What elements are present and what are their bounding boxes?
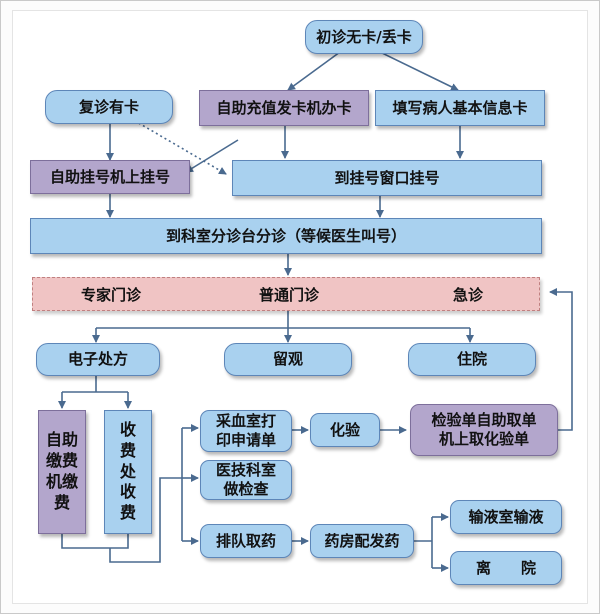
cashier-line-5: 费 — [119, 503, 136, 523]
node-self-register: 自助挂号机上挂号 — [30, 160, 190, 194]
edge-pharmacy-fanout — [414, 517, 433, 568]
node-return-visit: 复诊有卡 — [45, 90, 173, 124]
blood-lab-line-1: 采血室打 — [215, 412, 276, 431]
cashier-line-1: 收 — [119, 420, 136, 439]
node-first-visit: 初诊无卡/丢卡 — [305, 20, 423, 54]
node-self-payment: 自助 缴费 机缴 费 — [38, 410, 86, 534]
node-hospitalization: 住院 — [408, 343, 536, 376]
node-pharmacy: 药房配发药 — [310, 524, 414, 558]
node-infusion: 输液室输液 — [450, 500, 562, 534]
cashier-line-2: 费 — [119, 440, 136, 460]
report-pickup-line-1: 检验单自助取单 — [431, 411, 537, 430]
edge-card-machine-to-self-register — [185, 139, 239, 173]
node-self-service-card: 自助充值发卡机办卡 — [199, 90, 369, 126]
node-fill-info: 填写病人基本信息卡 — [375, 90, 545, 126]
node-window-register: 到挂号窗口挂号 — [232, 160, 542, 196]
node-report-pickup: 检验单自助取单 机上取化验单 — [410, 404, 558, 456]
clinic-band: 专家门诊 普通门诊 急诊 — [32, 277, 540, 311]
node-discharge: 离 院 — [450, 551, 562, 585]
cashier-line-4: 收 — [119, 482, 136, 502]
edge-return-to-window-dotted — [129, 117, 227, 175]
medtech-line-2: 做检查 — [223, 480, 269, 498]
edge-clinics-fanout — [96, 311, 470, 329]
edge-report-to-clinics — [549, 288, 573, 431]
node-observation: 留观 — [224, 343, 352, 376]
edge-first-to-info-card — [379, 51, 459, 91]
medtech-line-1: 医技科室 — [215, 461, 276, 480]
node-queue-medicine: 排队取药 — [200, 524, 292, 558]
blood-lab-line-2: 印申请单 — [215, 431, 276, 449]
node-triage: 到科室分诊台分诊（等候医生叫号） — [30, 218, 542, 254]
node-blood-lab: 采血室打 印申请单 — [200, 410, 292, 452]
node-cashier: 收 费 处 收 费 — [104, 410, 152, 534]
node-medtech: 医技科室 做检查 — [200, 460, 292, 500]
report-pickup-line-2: 机上取化验单 — [438, 430, 529, 448]
edge-payment-merge — [61, 477, 182, 563]
label-emergency: 急诊 — [453, 286, 484, 304]
self-payment-line-1: 自助 — [45, 430, 78, 450]
edge-first-to-card-machine — [287, 51, 341, 91]
label-general-clinic: 普通门诊 — [259, 286, 320, 304]
edge-prescription-fanout — [62, 375, 128, 393]
node-lab-test: 化验 — [310, 413, 380, 447]
node-e-prescription: 电子处方 — [36, 343, 160, 376]
label-expert-clinic: 专家门诊 — [81, 286, 142, 304]
cashier-line-3: 处 — [119, 461, 136, 481]
self-payment-line-2: 缴费 — [45, 451, 78, 471]
self-payment-line-3: 机缴 — [45, 472, 78, 491]
self-payment-line-4: 费 — [53, 492, 70, 512]
